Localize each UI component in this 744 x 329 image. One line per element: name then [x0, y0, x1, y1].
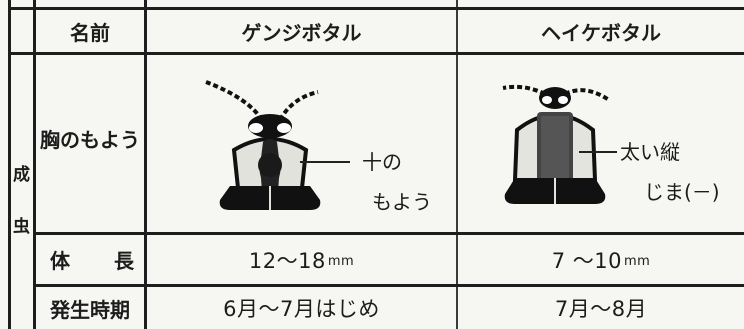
header-bottom-border: [8, 52, 744, 55]
row1-bottom-border: [33, 232, 744, 235]
genji-body-length-value: 12～18: [248, 248, 326, 273]
side-label-sei: 成: [13, 165, 30, 185]
header-name-label: 名前: [70, 20, 110, 45]
heike-annotation-line2: じま(－): [644, 180, 720, 204]
genji-emergence-period: 6月～7月はじめ: [223, 297, 380, 321]
label-column-divider: [144, 0, 147, 329]
row-label-body-length-b: 長: [114, 249, 134, 273]
left-border: [8, 0, 11, 329]
middle-column-divider: [456, 0, 458, 329]
genji-annotation-line2: もよう: [372, 190, 432, 214]
row-label-body-length: 体 長: [36, 235, 144, 284]
row2-bottom-border: [33, 284, 744, 287]
genji-annotation-line1: 十の: [362, 150, 402, 174]
heike-body-length-value: 7 ～10: [551, 248, 622, 273]
row-label-body-length-a: 体: [50, 249, 70, 273]
header-heike: ヘイケボタル: [541, 20, 661, 45]
heike-body-length-unit: mm: [623, 254, 651, 269]
row-label-emergence-period: 発生時期: [50, 297, 130, 322]
heike-emergence-period: 7月～8月: [554, 297, 648, 321]
side-label-chu: 虫: [13, 217, 30, 237]
top-border: [8, 7, 744, 10]
heike-annotation-line1: 太い縦: [620, 140, 680, 164]
side-column-divider: [33, 0, 36, 329]
heike-firefly-illustration-icon: [502, 84, 617, 204]
genji-body-length-unit: mm: [327, 254, 355, 269]
header-genji: ゲンジボタル: [241, 20, 362, 45]
row-label-thorax-pattern: 胸のもよう: [40, 127, 140, 152]
genji-firefly-illustration-icon: [205, 80, 350, 210]
